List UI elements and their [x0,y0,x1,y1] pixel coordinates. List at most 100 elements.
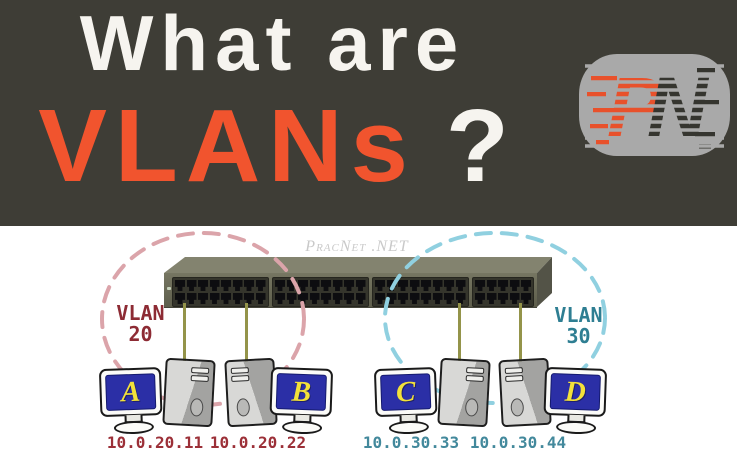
host-label: B [291,375,312,408]
tower [437,357,491,428]
rj45-port [421,293,431,304]
monitor: D [543,366,611,435]
rj45-port [321,280,331,291]
switch-port-row [175,280,266,291]
rj45-port [375,293,385,304]
ip-label-d: 10.0.30.44 [469,433,567,452]
switch-port-row [375,280,466,291]
monitor: A [98,367,167,435]
switch-port-row [375,293,466,304]
rj45-port [398,280,408,291]
switch-port-row [175,293,266,304]
monitor-screen: C [380,373,432,411]
rj45-port [355,293,366,304]
rj45-port [344,293,354,304]
rj45-port [232,293,243,304]
switch-front-face [164,273,537,308]
rj45-port [275,280,285,291]
rj45-port [509,280,520,291]
drive-slot [465,375,484,383]
drive-slot [231,375,250,383]
rj45-port [221,293,231,304]
question-mark: ? [445,88,517,203]
rj45-port [209,293,220,304]
monitor-base [281,420,323,435]
monitor: B [269,366,337,435]
switch-top-face [164,257,552,273]
tower-vent [510,398,525,417]
switch-port-bank [272,277,369,307]
rj45-port [432,280,443,291]
monitor-base [388,420,430,435]
rj45-port [298,280,308,291]
rj45-port [286,293,297,304]
computer-b: B [216,357,338,435]
monitor-base [113,420,155,435]
vlan30-label: VLAN 30 [536,305,621,347]
vlan30-label-word: VLAN [554,303,603,327]
drive-slot [230,367,249,375]
title-line1: What are [79,0,466,87]
drive-slot [466,367,485,375]
switch-port-row [275,293,366,304]
rj45-port [186,293,197,304]
rj45-port [386,280,397,291]
rj45-port [198,293,208,304]
rj45-port [386,293,397,304]
monitor-bezel: A [98,367,163,418]
switch-port-bank [172,277,269,307]
rj45-port [275,293,285,304]
rj45-port [309,280,320,291]
rj45-port [355,280,366,291]
rj45-port [409,293,420,304]
tower-vent [236,398,251,417]
title-vlans-word: VLANs [38,88,416,203]
drive-slot [191,367,210,375]
rj45-port [375,280,385,291]
vlan30-label-number: 30 [566,324,591,348]
host-label: D [564,375,587,408]
rj45-port [432,293,443,304]
rj45-port [498,280,508,291]
rj45-port [409,280,420,291]
rj45-port [232,280,243,291]
rj45-port [398,293,408,304]
rj45-port [186,280,197,291]
monitor-bezel: C [373,367,438,418]
monitor-base [555,420,597,435]
rj45-port [475,293,485,304]
monitor-bezel: B [269,366,334,418]
title-line2: VLANs? [0,94,555,197]
rj45-port [175,280,185,291]
computer-c: C [373,357,497,435]
monitor-screen: D [549,373,601,411]
host-label: A [120,375,141,408]
tower-vent [189,398,204,417]
switch-port-row [475,280,531,291]
drive-slot [190,375,209,383]
rj45-port [244,280,254,291]
rj45-port [521,280,531,291]
switch-port-bank [472,277,534,307]
rj45-port [521,293,531,304]
tower [162,357,216,428]
network-switch [160,255,555,311]
monitor-screen: B [275,373,327,411]
monitor-bezel: D [543,366,608,418]
rj45-port [309,293,320,304]
logo-slice-lines [585,64,724,148]
rj45-port [321,293,331,304]
rj45-port [344,280,354,291]
computer-a: A [98,357,222,435]
ip-label-c: 10.0.30.33 [362,433,460,452]
switch-port-row [475,293,531,304]
rj45-port [421,280,431,291]
switch-led [167,287,171,290]
vlan20-label: VLAN 20 [98,303,183,345]
rj45-port [332,280,343,291]
vlan20-label-number: 20 [128,322,153,346]
watermark: PracNet .NET [305,238,409,255]
rj45-port [198,280,208,291]
drive-slot [505,375,524,383]
